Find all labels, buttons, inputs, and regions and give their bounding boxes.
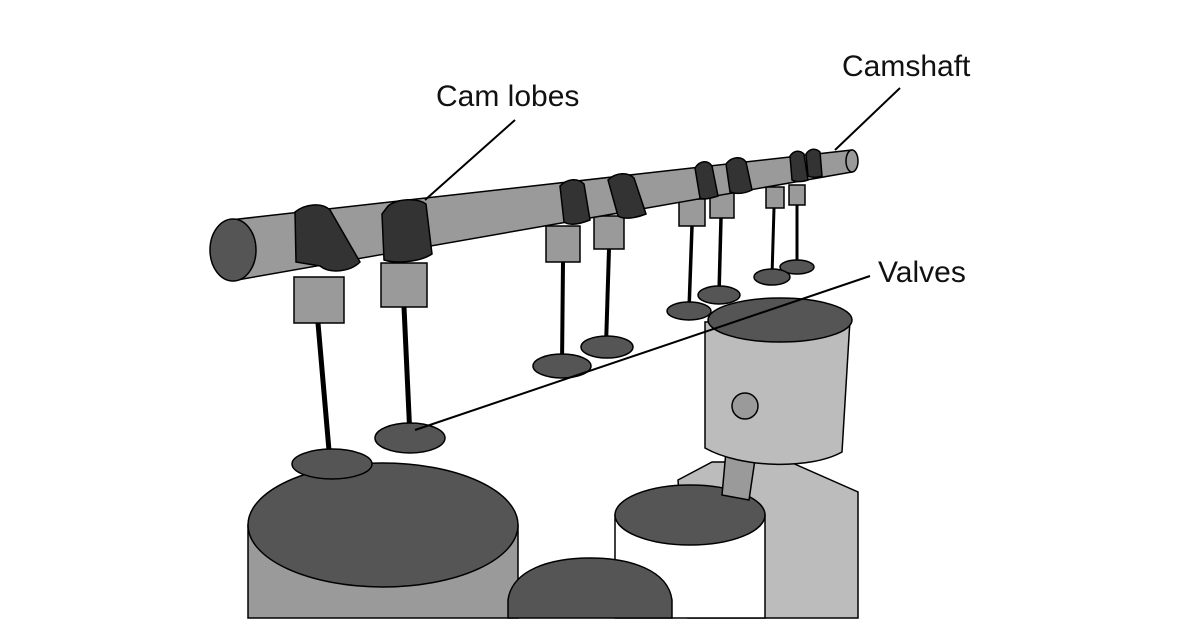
cam-lobe-1: [294, 204, 361, 272]
leader-camshaft: [834, 87, 901, 151]
wrist-pin: [731, 392, 759, 420]
valve-8: [779, 184, 815, 275]
valve-5: [666, 198, 712, 321]
cam-lobe-4: [607, 173, 647, 219]
label-cam-lobes: Cam lobes: [436, 80, 580, 113]
valve-1: [291, 276, 373, 480]
leader-valves: [414, 275, 871, 431]
cam-lobe-3: [559, 179, 591, 225]
cam-lobes: [294, 148, 823, 272]
valve-6: [697, 192, 741, 305]
cam-lobe-6: [725, 157, 753, 195]
valve-2: [374, 262, 446, 454]
label-camshaft: Camshaft: [842, 50, 971, 83]
cam-lobe-7: [789, 150, 809, 183]
cylinder-front: [507, 557, 673, 619]
cylinder-left: [247, 462, 519, 619]
label-valves: Valves: [878, 256, 966, 289]
valve-7: [753, 186, 791, 286]
camshaft-end: [209, 218, 257, 282]
valve-3: [532, 225, 592, 379]
leader-lines: [414, 87, 901, 431]
cam-lobe-8: [805, 148, 823, 179]
leader-cam-lobes: [424, 119, 516, 201]
cam-lobe-2: [381, 199, 433, 263]
cam-lobe-5: [694, 161, 719, 200]
valve-4: [580, 215, 634, 359]
piston: [704, 297, 853, 466]
